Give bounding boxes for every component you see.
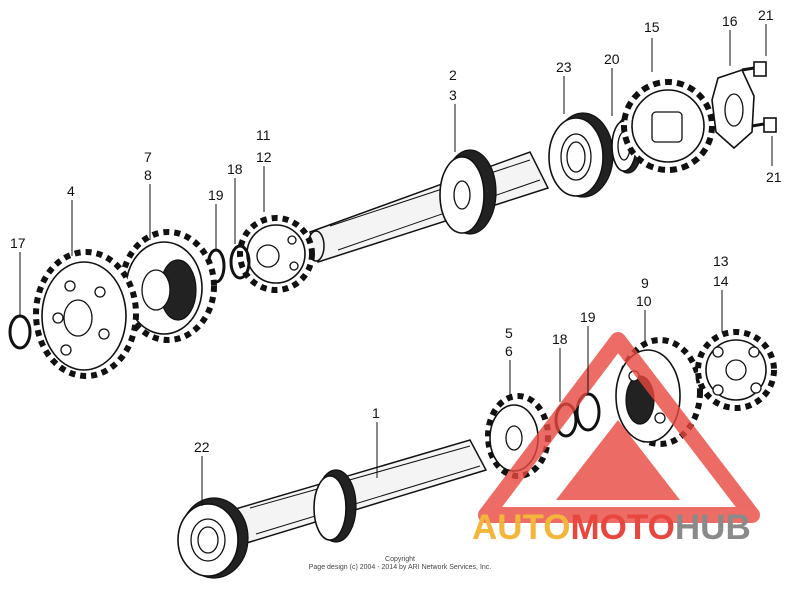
callout-9: 9 [641, 275, 649, 291]
callout-21-lower: 21 [766, 169, 782, 185]
gear-part-4 [33, 249, 139, 379]
callout-20: 20 [604, 51, 620, 67]
watermark-triangle-logo [478, 332, 760, 523]
callout-18-upper: 18 [227, 161, 243, 177]
callout-3: 3 [449, 87, 457, 103]
drive-sprocket-part-15 [621, 79, 715, 173]
gear-part-2 [439, 149, 497, 235]
bearing-part-23 [548, 112, 614, 198]
callout-7: 7 [144, 149, 152, 165]
gear-part-13 [695, 329, 777, 411]
callout-17: 17 [10, 235, 26, 251]
callout-6: 6 [505, 343, 513, 359]
copyright-title: Copyright [385, 556, 415, 563]
brand-moto: MOTO [570, 508, 675, 547]
shaft-gear-part-1 [313, 469, 357, 543]
mainshaft [231, 439, 488, 546]
callout-14: 14 [713, 273, 729, 289]
callout-22: 22 [194, 439, 210, 455]
callout-5: 5 [505, 325, 513, 341]
callout-23: 23 [556, 59, 572, 75]
brand-hub: HUB [674, 508, 751, 547]
bolt-part-21-lower [751, 117, 777, 133]
callout-16: 16 [722, 13, 738, 29]
washer-part-17 [8, 314, 32, 350]
circlip-part-18-upper [229, 244, 251, 280]
callout-labels: 1 2 3 4 5 6 7 8 9 10 11 12 13 14 15 16 1… [10, 7, 782, 455]
bolt-part-21-upper [741, 61, 767, 77]
callout-8: 8 [144, 167, 152, 183]
gear-part-7 [119, 229, 217, 343]
callout-19-lower: 19 [580, 309, 596, 325]
oil-seal-part-20 [611, 116, 643, 174]
callout-1: 1 [372, 405, 380, 421]
callout-12: 12 [256, 149, 272, 165]
copyright-notice: Page design (c) 2004 - 2014 by ARI Netwo… [308, 564, 492, 571]
callout-10: 10 [636, 293, 652, 309]
callout-15: 15 [644, 19, 660, 35]
callout-19-upper: 19 [208, 187, 224, 203]
brand-auto: AUTO [472, 508, 571, 547]
callout-18-lower: 18 [552, 331, 568, 347]
automotohub-watermark-text: AUTOMOTOHUB [472, 508, 751, 548]
fixing-plate-part-16 [711, 69, 755, 150]
callout-2: 2 [449, 67, 457, 83]
bearing-part-22 [177, 497, 249, 579]
gear-part-11 [237, 215, 315, 293]
callout-11: 11 [256, 127, 271, 143]
callout-21-upper: 21 [758, 7, 774, 23]
callout-13: 13 [713, 253, 729, 269]
callout-4: 4 [67, 183, 75, 199]
countershaft [307, 151, 550, 263]
leader-lines [19, 24, 773, 506]
